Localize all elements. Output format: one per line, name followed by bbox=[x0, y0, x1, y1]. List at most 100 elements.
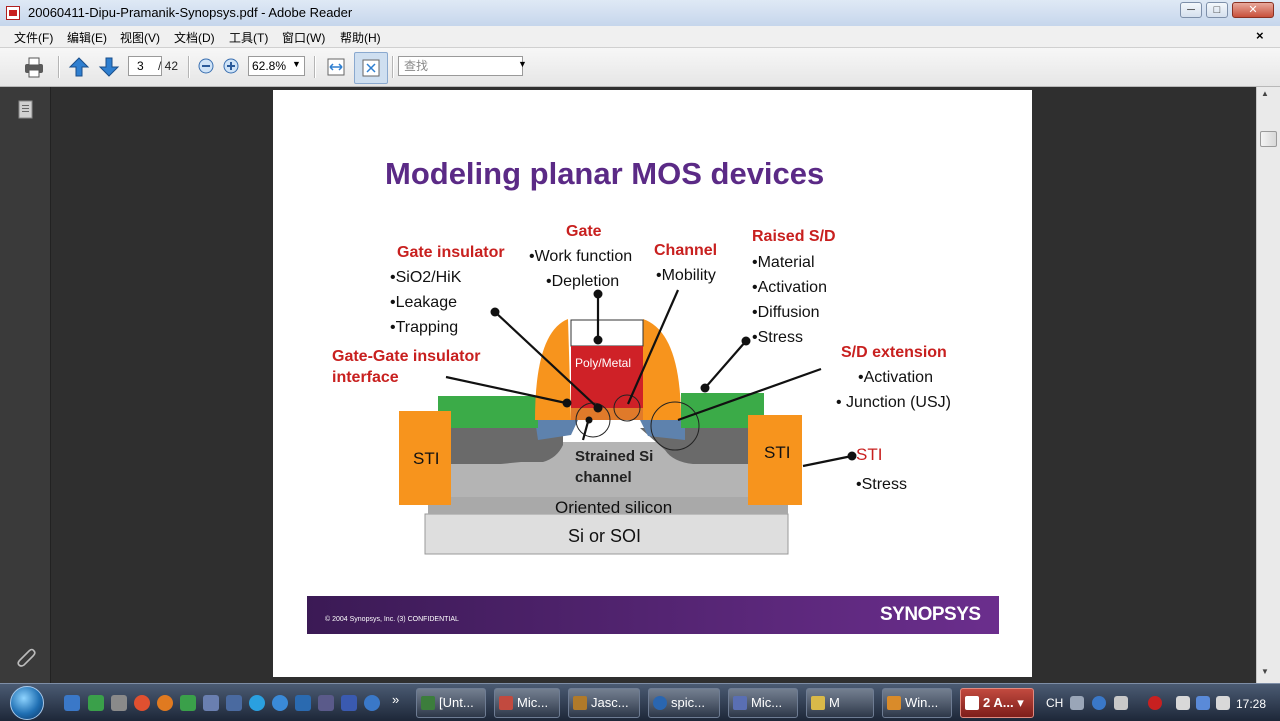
scroll-down-icon[interactable]: ▼ bbox=[1261, 667, 1269, 676]
pointer-channel bbox=[626, 289, 680, 405]
menu-file[interactable]: 文件(F) bbox=[14, 31, 54, 45]
security-icon[interactable] bbox=[1148, 696, 1162, 710]
interface-heading: Gate-Gate insulator bbox=[332, 348, 481, 365]
chrome-icon[interactable] bbox=[134, 695, 150, 711]
slide-footer bbox=[307, 596, 999, 634]
language-indicator[interactable]: CH bbox=[1046, 696, 1064, 710]
network-icon[interactable] bbox=[1196, 696, 1210, 710]
taskbar-button-active[interactable]: 2 A... ▾ bbox=[960, 688, 1034, 718]
menu-view[interactable]: 视图(V) bbox=[120, 31, 160, 45]
menu-document[interactable]: 文档(D) bbox=[174, 31, 215, 45]
find-input[interactable]: 查找 bbox=[398, 56, 523, 76]
navigation-panel bbox=[0, 87, 51, 683]
taskbar-button[interactable]: Win... bbox=[882, 688, 952, 718]
gate-insulator-item: •Leakage bbox=[390, 294, 457, 311]
slide-title: Modeling planar MOS devices bbox=[385, 156, 825, 191]
zoom-level-field[interactable]: 62.8% bbox=[248, 56, 305, 76]
close-document-icon[interactable]: × bbox=[1256, 28, 1264, 43]
print-icon[interactable] bbox=[22, 55, 46, 79]
show-desktop-icon[interactable] bbox=[64, 695, 80, 711]
window-title: 20060411-Dipu-Pramanik-Synopsys.pdf - Ad… bbox=[28, 5, 353, 20]
maximize-button[interactable]: □ bbox=[1206, 2, 1228, 18]
scroll-thumb[interactable] bbox=[1260, 131, 1277, 147]
battery-icon[interactable] bbox=[1176, 696, 1190, 710]
pointer-sti bbox=[802, 454, 853, 468]
pointer-interface bbox=[445, 375, 567, 405]
taskbar-button[interactable]: M bbox=[806, 688, 874, 718]
zoom-out-icon[interactable] bbox=[198, 58, 214, 74]
page-number-input[interactable]: 3 bbox=[128, 56, 162, 76]
fit-page-button[interactable] bbox=[354, 52, 388, 84]
callout-circle bbox=[650, 401, 700, 451]
quicklaunch-icon[interactable] bbox=[111, 695, 127, 711]
raised-source bbox=[438, 396, 538, 428]
scroll-up-icon[interactable]: ▲ bbox=[1261, 89, 1269, 98]
taskbar-button[interactable]: [Unt... bbox=[416, 688, 486, 718]
quicklaunch-icon[interactable] bbox=[180, 695, 196, 711]
sd-extension-heading: S/D extension bbox=[841, 344, 947, 361]
next-page-icon[interactable] bbox=[98, 56, 120, 78]
start-button[interactable] bbox=[10, 686, 44, 720]
fit-width-icon[interactable] bbox=[325, 56, 347, 78]
close-button[interactable]: ✕ bbox=[1232, 2, 1274, 18]
taskbar-button[interactable]: Jasc... bbox=[568, 688, 640, 718]
taskbar-button[interactable]: Mic... bbox=[728, 688, 798, 718]
adobe-reader-icon bbox=[965, 696, 979, 710]
copyright-text: © 2004 Synopsys, Inc. (3) CONFIDENTIAL bbox=[325, 616, 459, 623]
raised-sd-item: •Activation bbox=[752, 279, 827, 296]
prev-page-icon[interactable] bbox=[68, 56, 90, 78]
substrate-label: Si or SOI bbox=[568, 526, 642, 546]
raised-sd-item: •Diffusion bbox=[752, 304, 820, 321]
keyboard-icon[interactable] bbox=[1070, 696, 1084, 710]
quicklaunch-icon[interactable] bbox=[295, 695, 311, 711]
quicklaunch-icon[interactable] bbox=[88, 695, 104, 711]
quicklaunch-icon[interactable] bbox=[318, 695, 334, 711]
sd-extension-item: •Activation bbox=[858, 369, 933, 386]
find-dropdown-icon[interactable]: ▼ bbox=[518, 59, 527, 69]
zoom-in-icon[interactable] bbox=[223, 58, 239, 74]
sd-extension-item: • Junction (USJ) bbox=[836, 394, 951, 411]
sti-callout-heading: STI bbox=[856, 445, 883, 464]
clock[interactable]: 17:28 bbox=[1236, 697, 1267, 711]
zoom-dropdown-icon[interactable]: ▼ bbox=[292, 59, 301, 69]
quicklaunch-overflow-icon[interactable]: » bbox=[392, 692, 400, 707]
title-bar: 20060411-Dipu-Pramanik-Synopsys.pdf - Ad… bbox=[0, 0, 1280, 27]
minimize-button[interactable]: ─ bbox=[1180, 2, 1202, 18]
quicklaunch-icon[interactable] bbox=[226, 695, 242, 711]
skype-icon[interactable] bbox=[249, 695, 265, 711]
gate-insulator-heading: Gate insulator bbox=[397, 244, 505, 261]
channel-heading: Channel bbox=[654, 242, 718, 259]
volume-icon[interactable] bbox=[1216, 696, 1230, 710]
quicklaunch-icon[interactable] bbox=[203, 695, 219, 711]
menu-window[interactable]: 窗口(W) bbox=[282, 31, 326, 45]
menu-help[interactable]: 帮助(H) bbox=[340, 31, 381, 45]
app-icon bbox=[499, 696, 513, 710]
raised-sd-heading: Raised S/D bbox=[752, 228, 836, 245]
quicklaunch-icon[interactable] bbox=[341, 695, 357, 711]
firefox-icon[interactable] bbox=[157, 695, 173, 711]
pointer-gate-insulator bbox=[494, 311, 599, 409]
pages-panel-icon[interactable] bbox=[16, 99, 36, 121]
help-icon[interactable] bbox=[1092, 696, 1106, 710]
poly-metal-label: Poly/Metal bbox=[575, 356, 632, 370]
menu-bar: 文件(F) 编辑(E) 视图(V) 文档(D) 工具(T) 窗口(W) 帮助(H… bbox=[0, 26, 1280, 48]
sti-callout-item: •Stress bbox=[856, 476, 907, 493]
taskbar-button[interactable]: spic... bbox=[648, 688, 720, 718]
pointer-sd-extension bbox=[677, 367, 822, 422]
vertical-scrollbar[interactable]: ▲ ▼ bbox=[1256, 87, 1280, 683]
app-icon bbox=[421, 696, 435, 710]
gate-top bbox=[570, 319, 644, 347]
source-well bbox=[451, 428, 535, 464]
app-icon bbox=[887, 696, 901, 710]
oriented-silicon-layer bbox=[428, 494, 788, 514]
menu-tools[interactable]: 工具(T) bbox=[229, 31, 269, 45]
attachments-icon[interactable] bbox=[15, 645, 37, 667]
sti-right-label: STI bbox=[764, 443, 791, 462]
tray-icon[interactable] bbox=[1114, 696, 1128, 710]
quicklaunch-icon[interactable] bbox=[364, 695, 380, 711]
taskbar-button[interactable]: Mic... bbox=[494, 688, 560, 718]
synopsys-logo: SYNOPSYS bbox=[880, 604, 981, 625]
ie-icon[interactable] bbox=[272, 695, 288, 711]
app-icon bbox=[573, 696, 587, 710]
menu-edit[interactable]: 编辑(E) bbox=[67, 31, 107, 45]
